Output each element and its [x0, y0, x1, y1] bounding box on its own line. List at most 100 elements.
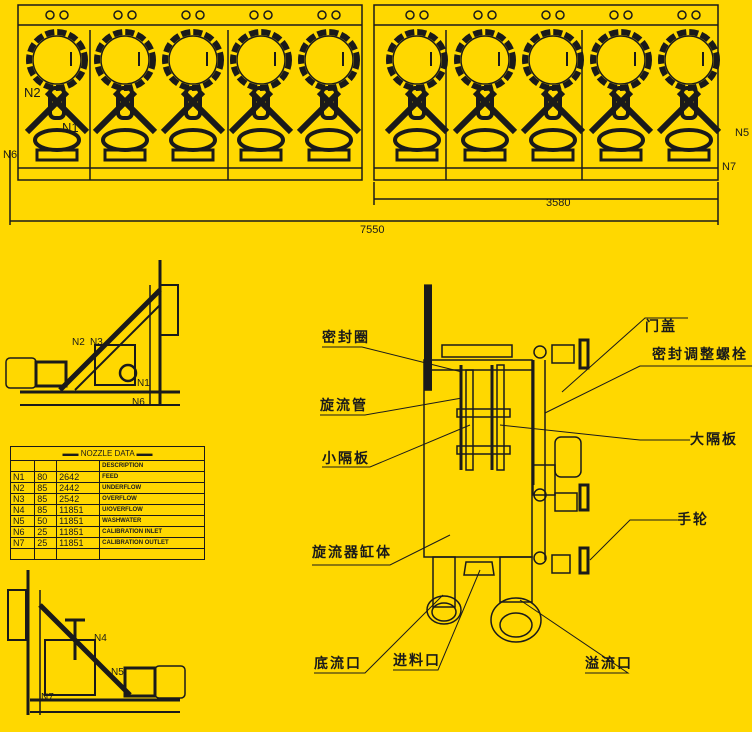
nozzle-id: N7: [9, 537, 36, 549]
gauge-icon: [45, 10, 55, 20]
gauge-icon: [555, 10, 565, 20]
nozzle-description: FEED: [99, 471, 205, 483]
gauge-icon: [677, 10, 687, 20]
label-seal-bolt: 密封调整螺栓: [652, 347, 748, 363]
nozzle-description: CALIBRATION OUTLET: [99, 537, 205, 549]
cyclone-door: [162, 29, 224, 91]
cyclone-unit: [24, 10, 90, 162]
nozzle-size: 25: [34, 526, 58, 538]
side2-n7: N7: [41, 692, 54, 703]
nozzle-description: WASHWATER: [99, 515, 205, 527]
gauge-icon: [609, 10, 619, 20]
nozzle-rating: 2642: [56, 471, 101, 483]
dimension-section: 3580: [546, 197, 571, 209]
nozzle-label-n2: N2: [24, 85, 41, 100]
dimension-total: 7550: [360, 224, 385, 236]
nozzle-rating: 11851: [56, 537, 101, 549]
label-cyclone-tube: 旋流管: [320, 398, 368, 414]
cyclone-door: [454, 29, 516, 91]
nozzle-size: 85: [34, 504, 58, 516]
side1-n3: N3: [90, 337, 103, 348]
side2-n4: N4: [94, 633, 107, 644]
label-large-baffle: 大隔板: [690, 432, 738, 448]
frame-left: [17, 4, 363, 181]
nozzle-label-n5: N5: [735, 127, 750, 139]
gauge-icon: [331, 10, 341, 20]
nozzle-description: OVERFLOW: [99, 493, 205, 505]
nozzle-label-n1: N1: [62, 120, 79, 135]
cyclone-unit: [160, 10, 226, 162]
nozzle-id: N6: [9, 526, 36, 538]
label-handwheel: 手轮: [677, 512, 709, 528]
label-door-cover: 门盖: [645, 319, 677, 335]
label-seal-ring: 密封圈: [322, 330, 370, 346]
side1-n1: N1: [137, 378, 150, 389]
top-view: [17, 4, 722, 181]
gauge-icon: [623, 10, 633, 20]
nozzle-description: CALIBRATION INLET: [99, 526, 205, 538]
label-overflow-port: 溢流口: [585, 656, 633, 672]
gauge-icon: [113, 10, 123, 20]
nozzle-label-n6: N6: [3, 149, 18, 161]
cyclone-door: [522, 29, 584, 91]
label-cyclone-body: 旋流器缸体: [312, 545, 392, 561]
gauge-icon: [59, 10, 69, 20]
leader-lines: [312, 317, 752, 674]
nozzle-rating: 11851: [56, 526, 101, 538]
nozzle-description: UNDERFLOW: [99, 482, 205, 494]
cyclone-door: [26, 29, 88, 91]
gauge-icon: [127, 10, 137, 20]
nozzle-id: N4: [9, 504, 36, 516]
nozzle-id: N1: [9, 471, 36, 483]
cyclone-door: [590, 29, 652, 91]
gauge-icon: [317, 10, 327, 20]
nozzle-size: 50: [34, 515, 58, 527]
nozzle-id: N3: [9, 493, 36, 505]
nozzle-size: 25: [34, 537, 58, 549]
cyclone-unit: [656, 10, 722, 162]
label-underflow-port: 底流口: [314, 656, 362, 672]
gauge-icon: [541, 10, 551, 20]
gauge-icon: [249, 10, 259, 20]
nozzle-rating: 2542: [56, 493, 101, 505]
label-feed-port: 进料口: [393, 653, 441, 669]
table-row-empty: [9, 548, 205, 560]
table-header-row: DESCRIPTION: [9, 460, 205, 472]
nozzle-size: 85: [34, 493, 58, 505]
nozzle-rating: 11851: [56, 504, 101, 516]
cyclone-unit: [384, 10, 450, 162]
dimension-lines: [9, 150, 719, 225]
cyclone-door: [230, 29, 292, 91]
cyclone-unit: [452, 10, 518, 162]
gauge-icon: [405, 10, 415, 20]
cyclone-section-view: [423, 284, 590, 643]
gauge-icon: [487, 10, 497, 20]
side-view-2: [7, 570, 186, 715]
cyclone-door: [658, 29, 720, 91]
nozzle-table-title: ▬▬ NOZZLE DATA ▬▬: [10, 446, 205, 461]
nozzle-id: N2: [9, 482, 36, 494]
gauge-icon: [263, 10, 273, 20]
side1-n2: N2: [72, 337, 85, 348]
gauge-icon: [691, 10, 701, 20]
nozzle-id: N5: [9, 515, 36, 527]
cyclone-unit: [92, 10, 158, 162]
label-small-baffle: 小隔板: [322, 451, 370, 467]
nozzle-description: U/OVERFLOW: [99, 504, 205, 516]
cyclone-unit: [520, 10, 586, 162]
nozzle-size: 80: [34, 471, 58, 483]
cyclone-door: [94, 29, 156, 91]
cyclone-unit: [588, 10, 654, 162]
gauge-icon: [473, 10, 483, 20]
side2-n5: N5: [111, 667, 124, 678]
side-view-1: [5, 260, 180, 406]
gauge-icon: [195, 10, 205, 20]
